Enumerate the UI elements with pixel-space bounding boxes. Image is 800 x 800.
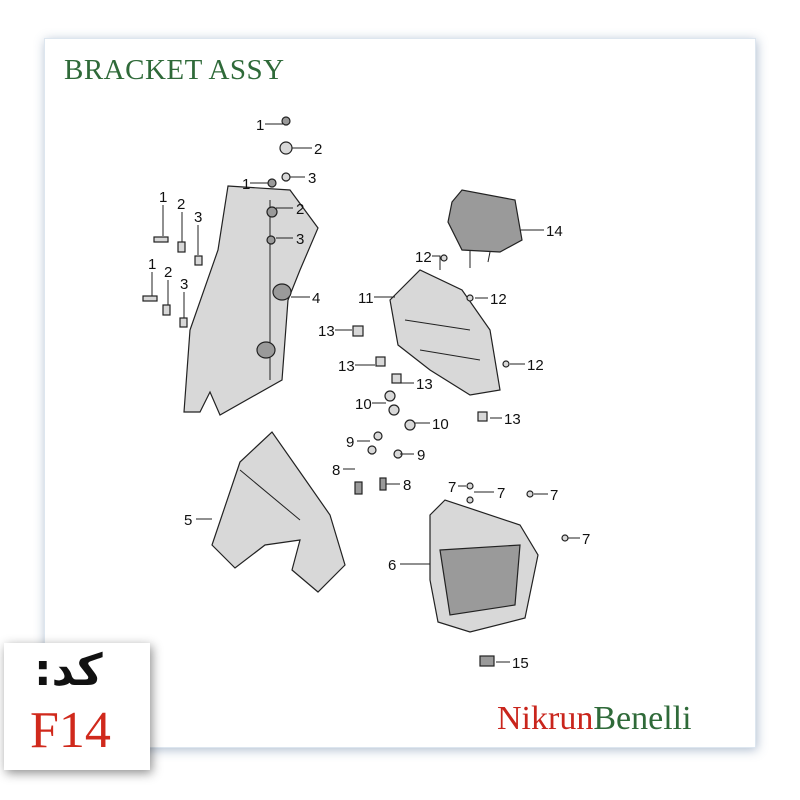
callout-label: 2 — [177, 196, 185, 213]
callout-labels: 1 2 3 1 2 3 4 1 2 3 1 2 3 5 14 12 11 12 … — [148, 117, 590, 672]
part-code-box: کد: F14 — [4, 643, 150, 770]
callout-label: 13 — [318, 323, 335, 340]
callout-label: 3 — [194, 209, 202, 226]
callout-label: 1 — [148, 256, 156, 273]
headlight-part — [429, 499, 539, 633]
callout-label: 7 — [497, 485, 505, 502]
callout-label: 12 — [490, 291, 507, 308]
callout-label: 1 — [242, 176, 250, 193]
part-code-label: کد: — [34, 645, 103, 696]
callout-label: 3 — [296, 231, 304, 248]
callout-label: 10 — [355, 396, 372, 413]
callout-label: 14 — [546, 223, 563, 240]
callout-label: 13 — [416, 376, 433, 393]
callout-label: 15 — [512, 655, 529, 672]
callout-label: 2 — [314, 141, 322, 158]
callout-label: 7 — [448, 479, 456, 496]
brand-name-part-1: Nikrun — [497, 700, 594, 737]
leader-lines — [151, 123, 580, 663]
callout-label: 5 — [184, 512, 192, 529]
diagram-frame — [44, 38, 756, 748]
callout-label: 2 — [164, 264, 172, 281]
callout-label: 8 — [403, 477, 411, 494]
callout-label: 9 — [346, 434, 354, 451]
callout-label: 6 — [388, 557, 396, 574]
brand-name-part-2: Benelli — [593, 700, 692, 737]
callout-label: 2 — [296, 201, 304, 218]
callout-label: 3 — [180, 276, 188, 293]
callout-label: 12 — [415, 249, 432, 266]
callout-label: 10 — [432, 416, 449, 433]
callout-label: 7 — [582, 531, 590, 548]
callout-label: 8 — [332, 462, 340, 479]
callout-label: 1 — [159, 189, 167, 206]
callout-label: 13 — [338, 358, 355, 375]
callout-label: 1 — [256, 117, 264, 134]
fastener-parts — [142, 116, 569, 667]
callout-label: 9 — [417, 447, 425, 464]
callout-label: 13 — [504, 411, 521, 428]
callout-label: 3 — [308, 170, 316, 187]
part-code-value: F14 — [30, 702, 111, 759]
brand-name: NikrunBenelli — [497, 700, 692, 738]
diagram-title: BRACKET ASSY — [64, 54, 285, 86]
windshield-part — [183, 185, 319, 416]
bracket-part — [389, 269, 501, 396]
callout-label: 11 — [358, 290, 374, 307]
callout-label: 12 — [527, 357, 544, 374]
callout-label: 7 — [550, 487, 558, 504]
instrument-cluster-part — [447, 189, 523, 268]
front-cowl-part — [211, 431, 346, 593]
callout-label: 4 — [312, 290, 320, 307]
